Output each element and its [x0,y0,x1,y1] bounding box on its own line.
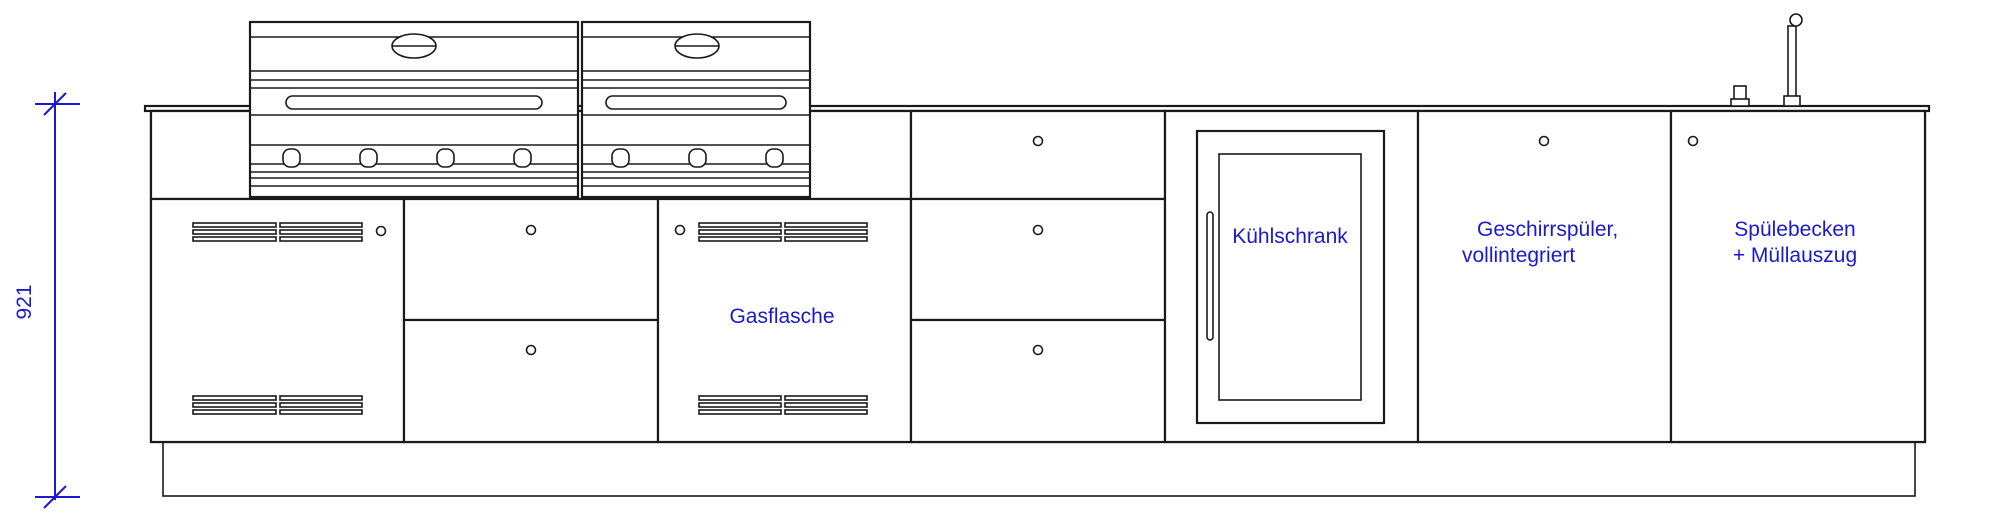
drawer-cabinet-upper [402,197,660,322]
drawer-knob [1032,224,1044,236]
vent-grille-bottom [698,395,868,415]
sink-cabinet [1669,109,1927,444]
drawer-cabinet-bottom [909,318,1167,444]
sink-label-line1: Spülebecken [1734,218,1855,241]
grill-left [248,20,580,199]
drawer-cabinet-lower [402,318,660,444]
height-dimension-label: 921 [13,284,36,319]
fridge-handle [1206,211,1214,341]
drawer-knob [525,224,537,236]
fridge-glass [1218,153,1362,401]
door-knob [1538,135,1550,147]
drawer-cabinet-middle [909,197,1167,322]
soap-dispenser [1730,85,1750,107]
dishwasher-label-line1: Geschirrspüler, [1477,218,1618,241]
drawer-knob [1032,135,1044,147]
top-drawer-middle [909,109,1167,201]
grill-right [580,20,812,199]
dishwasher-cabinet [1416,109,1673,444]
drawer-knob [1032,344,1044,356]
sink-label-line2: + Müllauszug [1733,244,1857,267]
dishwasher-label-line2: vollintegriert [1462,244,1575,267]
gas-bottle-label: Gasflasche [729,305,834,328]
drawer-knob [525,344,537,356]
fridge-label: Kühlschrank [1232,225,1348,248]
height-dimension: 921 [13,92,80,509]
vent-grille-bottom [192,395,363,415]
door-knob [674,224,686,236]
vent-grille-top [698,222,868,242]
grill-knobs [282,148,532,168]
vent-door-cabinet [149,197,406,444]
plinth [162,440,1916,497]
door-knob [375,225,387,237]
door-knob [1687,135,1699,147]
grill-knobs [611,148,784,168]
vent-grille-top [192,222,363,242]
faucet [1783,13,1803,107]
